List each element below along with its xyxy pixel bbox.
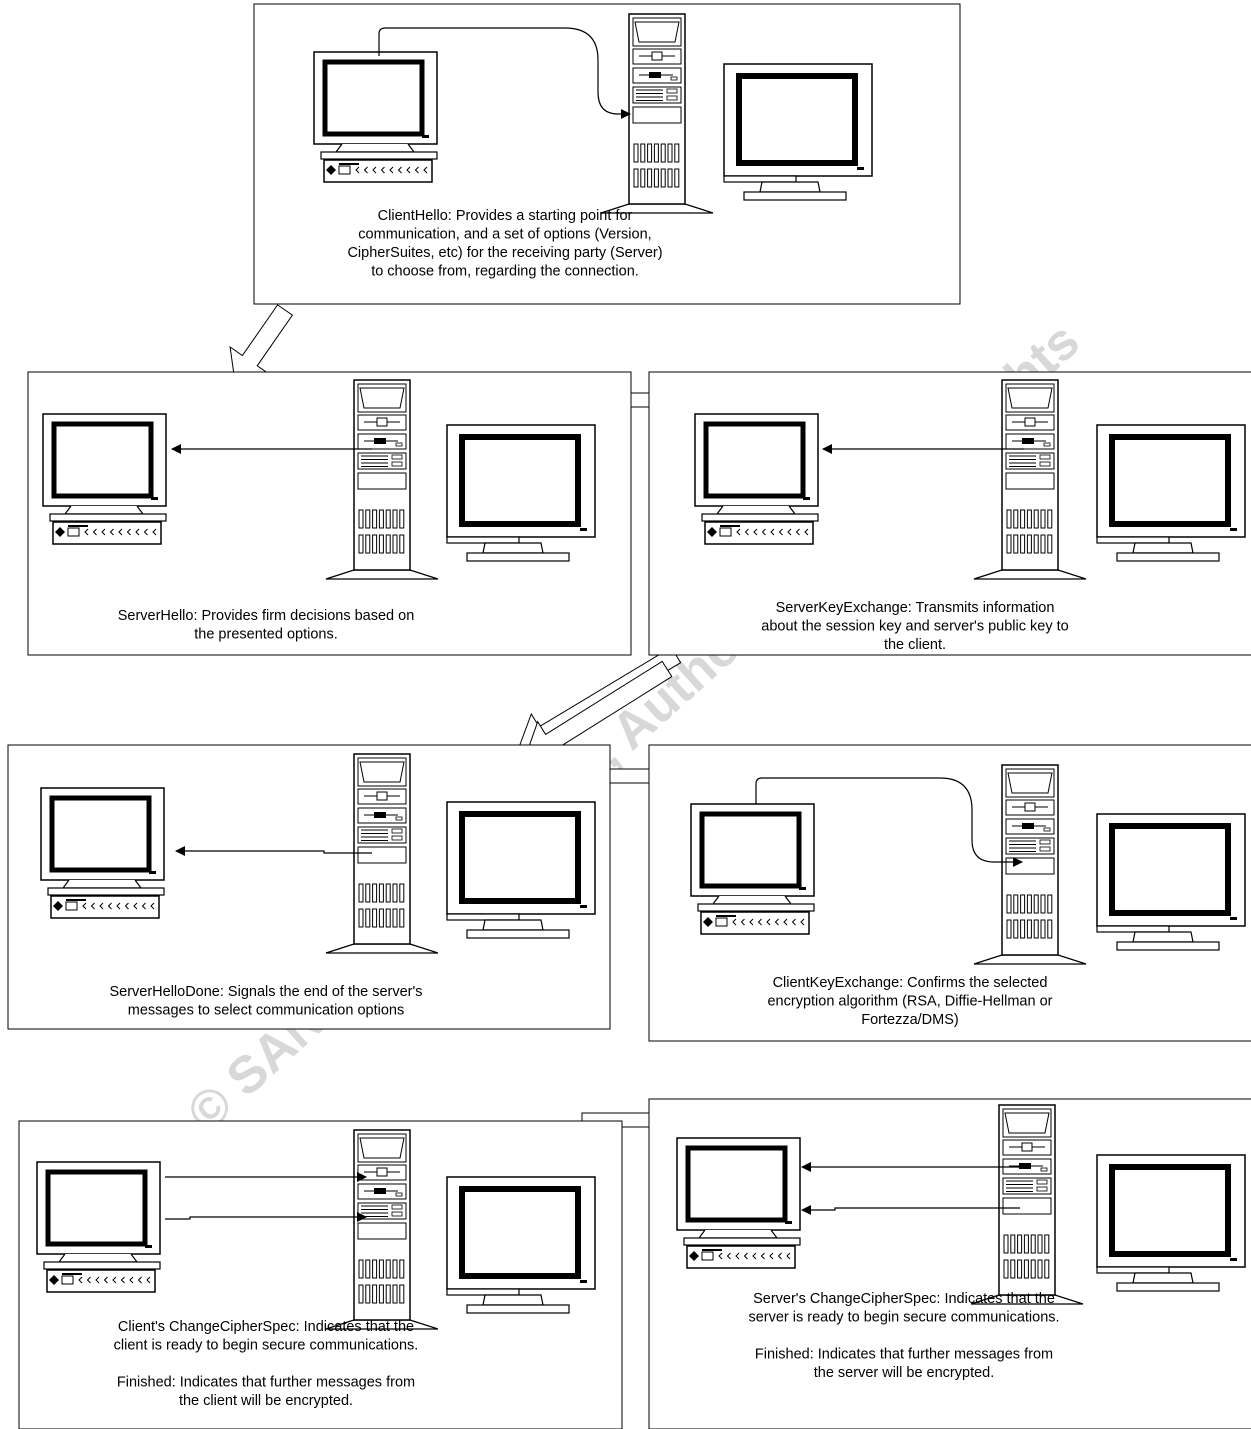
client-computer-icon [40,787,165,919]
caption-line: to choose from, regarding the connection… [371,264,639,280]
server-tower-icon [325,379,439,580]
panel-client-hello: ClientHello: Provides a starting point f… [253,3,961,305]
server-tower-icon [600,13,714,214]
flow-arrow-clienthello-to-serverhello [229,304,294,383]
message-arrow [165,1212,367,1222]
caption-line: ServerHello: Provides firm decisions bas… [118,608,415,624]
message-arrow [801,1205,1020,1215]
caption-line: Finished: Indicates that further message… [117,1375,415,1391]
caption-line: messages to select communication options [128,1003,404,1019]
caption-line: Client's ChangeCipherSpec: Indicates tha… [118,1319,414,1335]
caption-line: the server will be encrypted. [814,1365,995,1381]
caption-line: ServerKeyExchange: Transmits information [776,600,1055,616]
step-caption: ClientHello: Provides a starting point f… [347,208,662,280]
caption-line: about the session key and server's publi… [761,619,1068,635]
server-tower-icon [325,1129,439,1330]
message-arrow [755,777,1023,867]
caption-line: encryption algorithm (RSA, Diffie-Hellma… [767,994,1052,1010]
handshake-panels: ClientHello: Provides a starting point f… [7,3,1251,1429]
server-tower-icon [325,753,439,954]
client-computer-icon [690,803,815,935]
step-caption: ServerHello: Provides firm decisions bas… [118,608,415,643]
client-computer-icon [42,413,167,545]
caption-line: communication, and a set of options (Ver… [358,227,651,243]
caption-line: ClientKeyExchange: Confirms the selected [773,975,1048,991]
step-caption: ClientKeyExchange: Confirms the selected… [767,975,1052,1028]
server-monitor-icon [446,424,596,562]
caption-line: the presented options. [194,627,338,643]
message-arrow [378,27,631,119]
server-monitor-icon [723,63,873,201]
server-tower-icon [970,1104,1084,1305]
server-tower-icon [973,764,1087,965]
server-monitor-icon [446,1176,596,1314]
step-caption: ServerHelloDone: Signals the end of the … [109,984,422,1019]
server-monitor-icon [1096,1154,1246,1292]
panel-server-hello: ServerHello: Provides firm decisions bas… [27,371,632,656]
caption-line: the client. [884,637,946,653]
server-monitor-icon [1096,813,1246,951]
panel-server-hello-done: ServerHelloDone: Signals the end of the … [7,744,611,1030]
caption-line: server is ready to begin secure communic… [748,1310,1059,1326]
caption-line: Finished: Indicates that further message… [755,1347,1053,1363]
step-caption: Server's ChangeCipherSpec: Indicates tha… [748,1291,1059,1381]
caption-line: Server's ChangeCipherSpec: Indicates tha… [753,1291,1055,1307]
caption-line: ClientHello: Provides a starting point f… [378,208,633,224]
caption-line: Fortezza/DMS) [861,1012,959,1028]
caption-line: CipherSuites, etc) for the receiving par… [347,245,662,261]
panel-server-change-cipher-spec: Server's ChangeCipherSpec: Indicates tha… [648,1098,1251,1429]
panel-client-change-cipher-spec: Client's ChangeCipherSpec: Indicates tha… [18,1120,623,1429]
step-caption: Client's ChangeCipherSpec: Indicates tha… [114,1319,419,1409]
panel-client-key-exchange: ClientKeyExchange: Confirms the selected… [648,744,1251,1042]
client-computer-icon [676,1137,801,1269]
message-arrow [175,846,372,856]
server-monitor-icon [1096,424,1246,562]
server-tower-icon [973,379,1087,580]
client-computer-icon [313,51,438,183]
caption-line: the client will be encrypted. [179,1393,353,1409]
server-monitor-icon [446,801,596,939]
client-computer-icon [694,413,819,545]
caption-line: client is ready to begin secure communic… [114,1338,419,1354]
caption-line: ServerHelloDone: Signals the end of the … [109,984,422,1000]
step-caption: ServerKeyExchange: Transmits information… [761,600,1068,653]
client-computer-icon [36,1161,161,1293]
panel-server-key-exchange: ServerKeyExchange: Transmits information… [648,371,1251,656]
